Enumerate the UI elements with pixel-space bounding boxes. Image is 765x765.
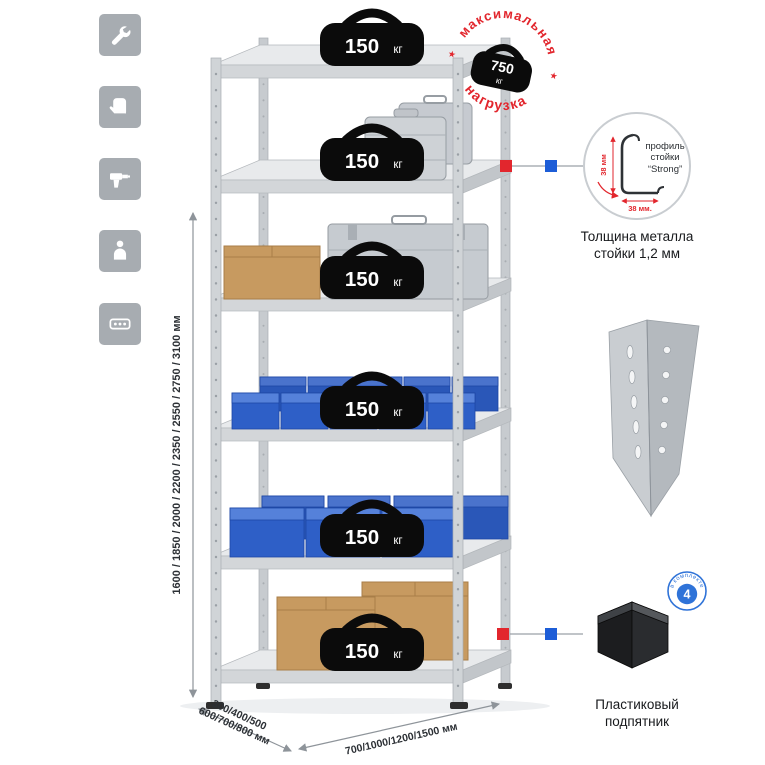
foot-caption-line-1: Пластиковый (595, 697, 679, 712)
work-gloves-icon (99, 86, 141, 128)
perforated-profile-icon (99, 303, 141, 345)
profile-label-3: “Strong” (648, 164, 682, 175)
kit-count-badge: в комплекте 4 (667, 571, 707, 611)
foot-detail-image (597, 601, 669, 669)
person-icon (99, 230, 141, 272)
post-detail-image (608, 319, 700, 518)
profile-glyph (109, 318, 131, 330)
profile-label-1: профиль (645, 141, 684, 152)
profile-caption-line-1: Толщина металла (581, 229, 694, 244)
profile-caption: Толщина металла стойки 1,2 мм (581, 229, 694, 261)
weight-6: 150 кг (320, 613, 424, 671)
person-glyph (113, 240, 127, 260)
wrench-glyph (111, 26, 131, 45)
profile-label-2: стойки (650, 152, 679, 163)
weight-4: 150 кг (320, 371, 424, 429)
shelf-weights: 150 кг 150 кг 150 кг 150 кг (320, 8, 424, 671)
profile-pointer-arrow (597, 181, 619, 199)
badge-number: 4 (684, 588, 691, 602)
connector-top (500, 160, 583, 172)
stamp-weight-unit: кг (495, 75, 504, 86)
connector-bottom-red-marker (497, 628, 509, 640)
drill-icon (99, 158, 141, 200)
front-posts (206, 57, 512, 709)
profile-caption-line-2: стойки 1,2 мм (594, 246, 680, 261)
weight-3-value: 150 (345, 268, 379, 291)
profile-dim-vertical: 38 мм (599, 154, 608, 176)
drill-glyph (110, 173, 130, 188)
connector-top-red-marker (500, 160, 512, 172)
weight-5-value: 150 (345, 526, 379, 549)
weight-4-value: 150 (345, 398, 379, 421)
stamp-weight-value: 750 (489, 57, 515, 78)
weight-2: 150 кг (320, 123, 424, 181)
weight-5-unit: кг (393, 535, 402, 547)
wrench-icon (99, 14, 141, 56)
gloves-glyph (109, 98, 127, 116)
weight-1: 150 кг (320, 8, 424, 66)
weight-2-unit: кг (393, 159, 402, 171)
weight-6-value: 150 (345, 640, 379, 663)
profile-detail-circle: 38 мм 38 мм. профиль стойки “Strong” (583, 112, 691, 220)
weight-1-value: 150 (345, 35, 379, 58)
connector-top-blue-marker (545, 160, 557, 172)
weight-2-value: 150 (345, 150, 379, 173)
weight-4-unit: кг (393, 407, 402, 419)
height-dimension-label: 1600 / 1850 / 2000 / 2200 / 2350 / 2550 … (171, 315, 183, 594)
weight-3-unit: кг (393, 277, 402, 289)
stamp-star-right: ★ (549, 70, 559, 81)
weight-1-unit: кг (393, 44, 402, 56)
weight-5: 150 кг (320, 499, 424, 557)
profile-dim-horizontal: 38 мм. (628, 204, 652, 213)
stamp-star-left: ★ (447, 48, 457, 59)
connector-bottom-blue-marker (545, 628, 557, 640)
weight-6-unit: кг (393, 649, 402, 661)
connector-bottom (497, 628, 583, 640)
weight-3: 150 кг (320, 241, 424, 299)
foot-caption-line-2: подпятник (605, 714, 669, 729)
foot-caption: Пластиковый подпятник (595, 697, 679, 729)
height-dimension: 1600 / 1850 / 2000 / 2200 / 2350 / 2550 … (171, 211, 198, 699)
profile-cross-section (620, 133, 658, 195)
